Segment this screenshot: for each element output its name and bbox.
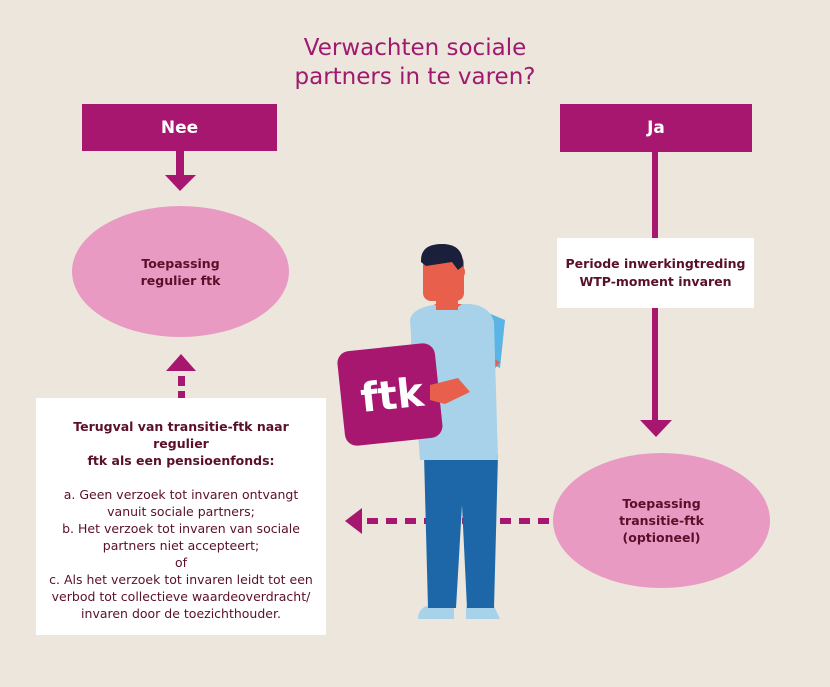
transition-ftk-label: Toepassing transitie-ftk (optioneel)	[619, 496, 704, 545]
regular-ftk-label: Toepassing regulier ftk	[140, 255, 221, 288]
no-label: Nee	[160, 117, 199, 138]
ftk-sign-text: ftk	[358, 369, 427, 421]
fallback-heading: Terugval van transitie-ftk naar regulier…	[73, 419, 289, 468]
fallback-item-or: of	[174, 555, 188, 570]
fallback-item-a: a. Geen verzoek tot invaren ontvangt van…	[63, 487, 299, 519]
fallback-item-b: b. Het verzoek tot invaren van sociale p…	[62, 521, 300, 553]
regular-ftk-ellipse: Toepassing regulier ftk	[72, 206, 289, 337]
diagram-title: Verwachten sociale partners in te varen?	[294, 35, 536, 90]
transition-ftk-ellipse: Toepassing transitie-ftk (optioneel)	[553, 453, 770, 588]
dashed-up-arrow	[166, 354, 196, 398]
person-illustration	[337, 244, 505, 619]
no-header-box: Nee	[82, 104, 277, 151]
yes-connector-line	[652, 152, 658, 238]
ftk-sign	[337, 343, 443, 446]
fallback-item-c: c. Als het verzoek tot invaren leidt tot…	[49, 572, 313, 621]
fallback-box: Terugval van transitie-ftk naar regulier…	[36, 398, 326, 635]
periode-down-arrow	[640, 308, 672, 437]
no-down-arrow	[165, 151, 196, 191]
yes-header-box: Ja	[560, 104, 752, 152]
periode-box: Periode inwerkingtreding WTP-moment inva…	[557, 238, 754, 308]
yes-label: Ja	[647, 118, 665, 138]
